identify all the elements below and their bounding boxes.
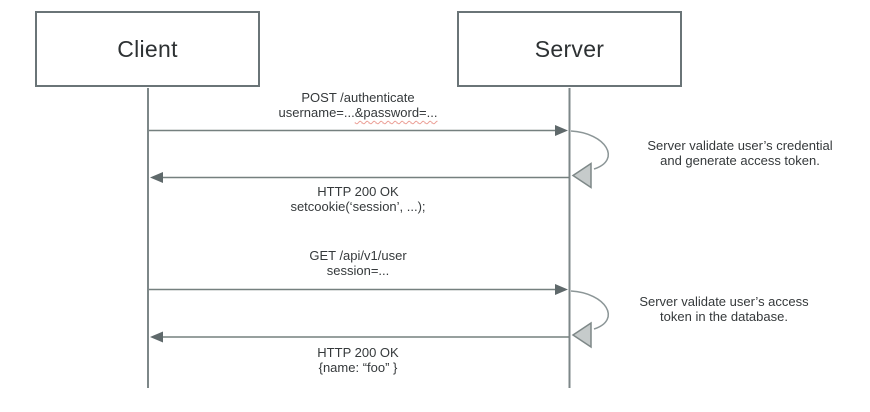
note-validate-token: Server validate user’s access token in t…	[604, 294, 844, 324]
message-line2: {name: “foo” }	[318, 360, 398, 375]
arrowhead-right-icon	[555, 125, 568, 136]
message-label-http200-setcookie: HTTP 200 OK setcookie(‘session’, ...);	[248, 184, 468, 214]
loop-arrowhead-hollow-icon	[571, 162, 592, 189]
arrowhead-left-icon	[150, 331, 163, 343]
actor-label-client: Client	[117, 35, 178, 62]
message-line2-spellcheck-squiggle: &password=...	[354, 105, 438, 120]
note-line1: Server validate user’s access	[639, 294, 809, 309]
loop-arrowhead-hollow-icon	[571, 321, 592, 349]
actor-box-client: Client	[35, 11, 260, 87]
message-line2: session=...	[326, 263, 390, 278]
message-line1: POST /authenticate	[301, 90, 415, 105]
actor-label-server: Server	[534, 35, 605, 62]
message-line2: username=...&password=...	[248, 105, 468, 120]
message-line2: setcookie(‘session’, ...);	[290, 199, 426, 214]
message-line1: HTTP 200 OK	[317, 184, 399, 199]
message-line1: HTTP 200 OK	[317, 345, 399, 360]
message-label-http200-json: HTTP 200 OK {name: “foo” }	[248, 345, 468, 375]
actor-box-server: Server	[457, 11, 682, 87]
note-validate-credential: Server validate user’s credential and ge…	[620, 138, 860, 168]
message-line2-plain: username=...	[278, 105, 355, 120]
message-label-post-authenticate: POST /authenticate username=...&password…	[248, 90, 468, 120]
arrowhead-right-icon	[555, 284, 568, 295]
arrowhead-left-icon	[150, 172, 163, 183]
server-self-loop-2	[570, 290, 609, 330]
note-line2: and generate access token.	[660, 153, 820, 168]
message-line1: GET /api/v1/user	[309, 248, 407, 263]
server-self-loop-1	[570, 130, 609, 170]
message-label-get-user: GET /api/v1/user session=...	[248, 248, 468, 278]
note-line1: Server validate user’s credential	[647, 138, 833, 153]
note-line2: token in the database.	[660, 309, 788, 324]
